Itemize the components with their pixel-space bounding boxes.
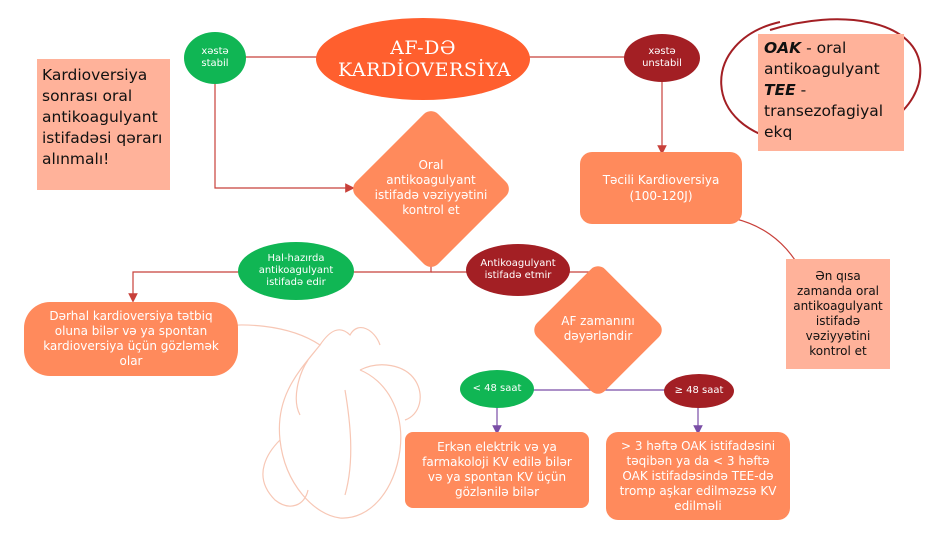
lt48-node: < 48 saat — [460, 370, 534, 408]
unstable-node: xəstə unstabil — [624, 34, 700, 82]
immediate-cv-box: Dərhal kardioversiya tətbiq oluna bilər … — [24, 302, 238, 376]
ge48-node: ≥ 48 saat — [664, 374, 734, 408]
early-cv-box: Erkən elektrik və ya farmakoloji KV edil… — [405, 432, 589, 508]
unstable-label: xəstə unstabil — [642, 46, 682, 69]
not-uses-node: Antikoagulyant istifadə etmir — [466, 244, 570, 296]
stable-label: xəstə stabil — [201, 46, 229, 69]
line-stable-check — [214, 82, 355, 193]
stable-node: xəstə stabil — [184, 32, 246, 84]
late-cv-text: > 3 həftə OAK istifadəsini təqibən ya da… — [619, 438, 777, 513]
shortest-time-text: Ən qısa zamanda oral antikoagulyant isti… — [793, 269, 883, 358]
legend-oak-abbr: OAK — [764, 39, 802, 57]
urgent-cv-box: Təcili Kardioversiya (100-120J) — [580, 152, 742, 224]
currently-uses-node: Hal-hazırda antikoagulyant istifadə edir — [238, 242, 354, 300]
diagram-title: AF-DƏ KARDİOVERSİYA — [316, 18, 530, 100]
eval-af-text-wrap: AF zamanını dəyərləndir — [546, 305, 650, 353]
legend-tee-abbr: TEE — [764, 81, 796, 99]
heart-outline-icon — [199, 324, 421, 519]
eval-af-text: AF zamanını dəyərləndir — [561, 314, 635, 343]
legend-box: OAK - oral antikoagulyant TEE - transezo… — [758, 34, 904, 151]
urgent-cv-text: Təcili Kardioversiya (100-120J) — [602, 173, 720, 203]
immediate-cv-text: Dərhal kardioversiya tətbiq oluna bilər … — [43, 309, 219, 368]
ge48-label: ≥ 48 saat — [674, 385, 724, 396]
left-note-text: Kardioversiya sonrası oral antikoagulyan… — [42, 66, 163, 168]
currently-uses-label: Hal-hazırda antikoagulyant istifadə edir — [258, 253, 334, 288]
diagram-title-text: AF-DƏ KARDİOVERSİYA — [338, 37, 512, 81]
late-cv-box: > 3 həftə OAK istifadəsini təqibən ya da… — [606, 432, 790, 520]
check-oak-text: Oral antikoagulyant istifadə vəziyyətini… — [374, 158, 488, 217]
lt48-label: < 48 saat — [472, 383, 522, 394]
legend-tee-text: - transezofagiyal ekq — [764, 81, 884, 141]
left-note-box: Kardioversiya sonrası oral antikoagulyan… — [37, 59, 170, 190]
legend-oak-text: - oral antikoagulyant — [764, 39, 880, 78]
not-uses-label: Antikoagulyant istifadə etmir — [480, 258, 556, 281]
shortest-time-box: Ən qısa zamanda oral antikoagulyant isti… — [786, 259, 890, 369]
early-cv-text: Erkən elektrik və ya farmakoloji KV edil… — [422, 440, 572, 499]
check-oak-text-wrap: Oral antikoagulyant istifadə vəziyyətini… — [372, 146, 490, 230]
